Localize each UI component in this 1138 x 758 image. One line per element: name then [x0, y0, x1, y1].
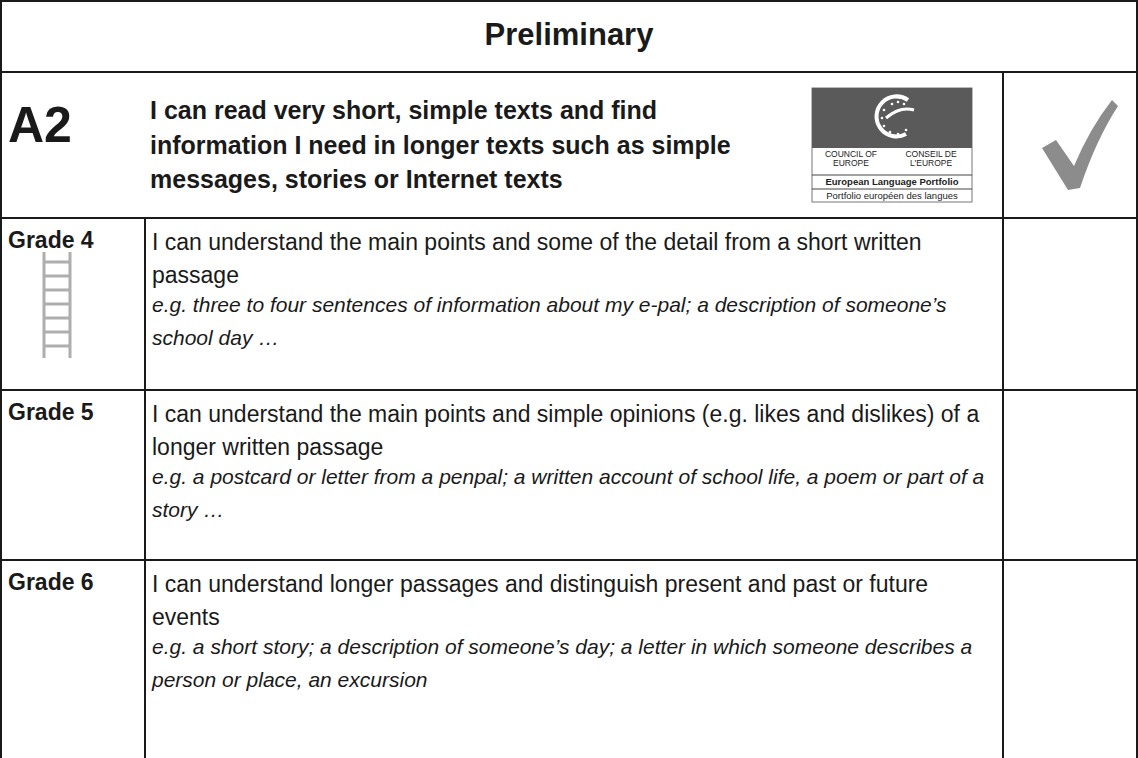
grade-label: Grade 4	[8, 226, 140, 256]
grade-label: Grade 6	[8, 568, 140, 598]
ladder-icon	[44, 252, 70, 358]
logo-text: Portfolio européen des langues	[812, 190, 972, 201]
logo-text: COUNCIL OF EUROPE	[814, 150, 888, 169]
can-do-statement: I can understand the main points and som…	[152, 226, 992, 291]
example-text: e.g. a short story; a description of som…	[152, 631, 992, 696]
can-do-statement: I can understand the main points and sim…	[152, 398, 992, 463]
logo-text: CONSEIL DE L'EUROPE	[890, 150, 972, 169]
table-title: Preliminary	[0, 16, 1138, 53]
council-logo	[812, 88, 972, 202]
logo-text: European Language Portfolio	[812, 176, 972, 187]
level-code: A2	[8, 100, 138, 150]
grade-label: Grade 5	[8, 398, 140, 428]
example-text: e.g. a postcard or letter from a penpal;…	[152, 461, 992, 526]
level-descriptor: I can read very short, simple texts and …	[150, 93, 800, 197]
example-text: e.g. three to four sentences of informat…	[152, 289, 992, 354]
check-mark	[1042, 100, 1118, 190]
can-do-statement: I can understand longer passages and dis…	[152, 568, 992, 633]
